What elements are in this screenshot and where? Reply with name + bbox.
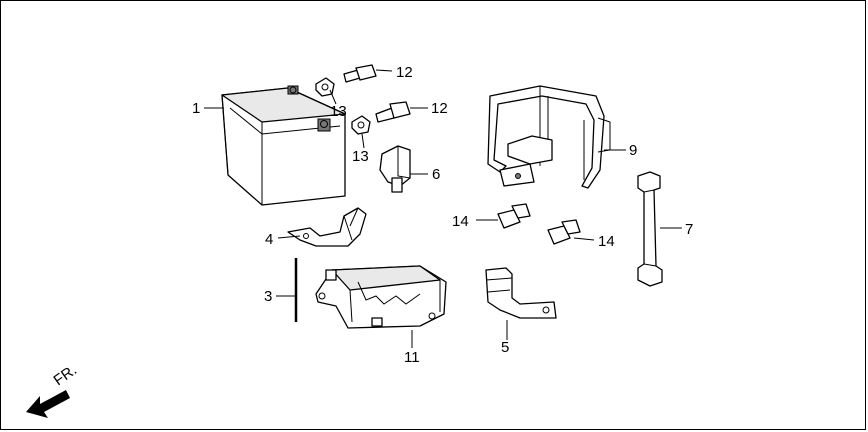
callout-12-middle: 12 <box>431 100 448 117</box>
battery-holder-frame <box>487 85 611 189</box>
callout-14-right: 14 <box>598 233 615 250</box>
front-direction-label: FR. <box>51 361 81 389</box>
callout-13-upper: 13 <box>330 103 347 120</box>
callout-5: 5 <box>501 339 509 356</box>
battery <box>221 85 346 206</box>
callout-1: 1 <box>192 100 200 117</box>
callout-3: 3 <box>264 288 272 305</box>
battery-bracket <box>287 207 367 247</box>
front-direction-arrow: FR. <box>26 361 80 418</box>
callout-4: 4 <box>265 231 273 248</box>
callout-6: 6 <box>432 166 440 183</box>
bolt-upper <box>343 64 393 83</box>
callout-9: 9 <box>629 142 637 159</box>
bolt-lower-right <box>547 219 581 245</box>
callout-14-left: 14 <box>452 213 469 230</box>
battery-tray <box>315 265 447 329</box>
leader-lines <box>204 89 682 348</box>
lower-bracket <box>485 267 557 319</box>
callout-7: 7 <box>685 221 693 238</box>
bolt-middle <box>375 101 428 123</box>
callout-13-lower: 13 <box>352 148 369 165</box>
battery-strap <box>637 171 663 287</box>
callout-12-upper: 12 <box>396 64 413 81</box>
nut-lower <box>351 115 371 135</box>
callout-11: 11 <box>404 349 420 366</box>
terminal-cover <box>379 145 411 193</box>
bolt-lower-left <box>497 203 531 229</box>
